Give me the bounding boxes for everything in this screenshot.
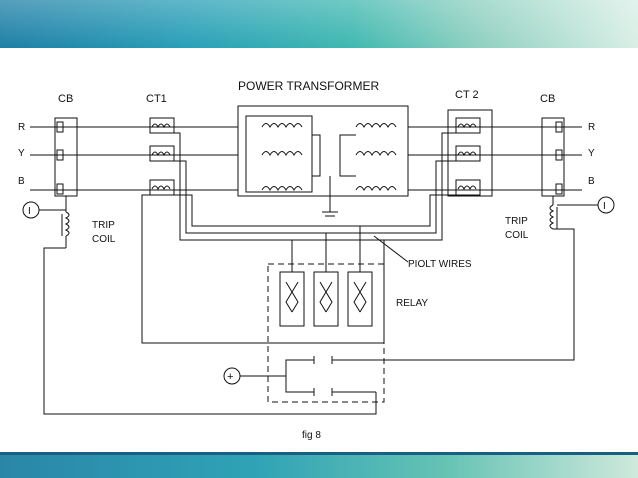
trip-coil-right-line1: TRIP [505,216,528,227]
trip-coil-left-line1: TRIP [92,220,115,231]
supply-right-icon: I [603,201,606,212]
phase-lines [30,126,582,191]
label-cb-right: CB [540,93,555,105]
phase-right-r: R [588,122,595,133]
phase-left-r: R [18,122,25,133]
top-banner [0,0,638,48]
supply-left-icon: I [28,206,31,217]
trip-coil-right [332,196,615,361]
label-ct1: CT1 [146,93,167,105]
phase-left-b: B [18,176,25,187]
circuit-breaker-left [54,117,78,212]
title-power-transformer: POWER TRANSFORMER [238,79,379,93]
trip-coil-right-line2: COIL [505,230,529,241]
phase-right-b: B [588,176,595,187]
relay-contacts [223,356,376,396]
bottom-banner [0,452,638,478]
power-transformer [237,105,409,217]
figure-caption: fig 8 [302,430,321,441]
trip-coil-left-line2: COIL [92,234,116,245]
current-transformer-ct1 [149,117,175,196]
label-pilot-wires: PIOLT WIRES [408,259,472,270]
label-cb-left: CB [58,93,73,105]
trip-coil-left [22,201,377,415]
circuit-breaker-right [541,117,565,205]
phase-left-y: Y [18,148,25,159]
phase-right-y: Y [588,148,595,159]
pilot-wires [141,132,456,344]
dc-supply-plus-icon: + [227,371,233,383]
relay-unit [267,226,385,403]
label-relay: RELAY [396,298,428,309]
label-ct2: CT 2 [455,89,479,101]
current-transformer-ct2 [447,109,493,197]
